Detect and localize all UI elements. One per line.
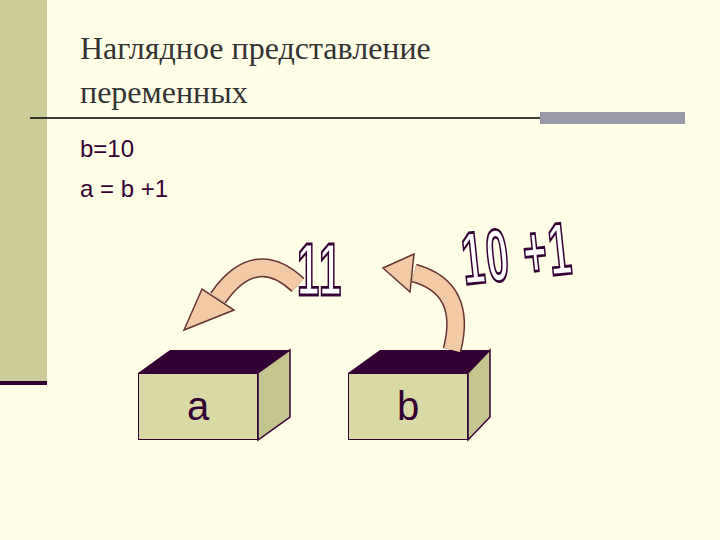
box-side [258, 350, 290, 440]
curved-arrow [414, 273, 456, 350]
variable-name: a [187, 384, 209, 429]
code-line: b=10 [80, 135, 134, 163]
slide-title: Наглядное представление переменных [80, 26, 550, 114]
side-band [0, 0, 47, 383]
rule-bar [540, 112, 685, 124]
code-line: a = b +1 [80, 175, 168, 203]
variable-box: b [348, 373, 468, 440]
arrow-head [184, 289, 234, 330]
curved-arrow [218, 268, 298, 298]
value-art: 11 [297, 232, 343, 306]
arrow-outline [414, 273, 456, 350]
arrow-outline [218, 268, 298, 298]
band-foot [0, 381, 47, 385]
value-art: 10 +1 [458, 210, 576, 295]
arrow-head [383, 254, 414, 292]
variable-name: b [397, 384, 419, 429]
box-side [468, 350, 490, 440]
title-rule [30, 117, 540, 119]
variable-box: a [138, 373, 258, 440]
box-top [348, 350, 490, 373]
